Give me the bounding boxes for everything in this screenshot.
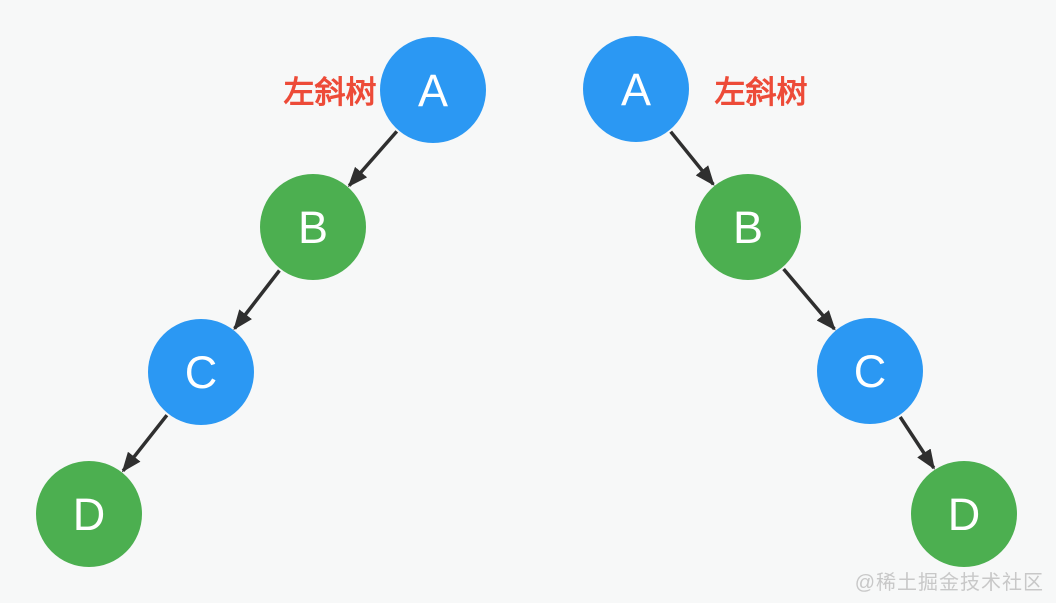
tree-title-label: 左斜树 [284, 75, 377, 110]
tree-node-A [380, 37, 486, 143]
tree-node-C [817, 318, 923, 424]
tree-title-label: 左斜树 [715, 75, 808, 110]
edge-arrow-B-C [233, 269, 281, 331]
node-label-A: A [621, 64, 651, 115]
watermark: @稀土掘金技术社区 [854, 572, 1044, 594]
node-label-D: D [73, 489, 106, 540]
tree-node-C [148, 319, 254, 425]
tree-node-D [911, 461, 1017, 567]
node-label-B: B [733, 202, 763, 253]
node-label-D: D [948, 489, 981, 540]
edge-arrow-A-B [669, 130, 715, 186]
tree-right-skewed-tree: A B C D 左斜树 [583, 36, 1017, 567]
node-label-B: B [298, 202, 328, 253]
node-label-A: A [418, 65, 448, 116]
edge-arrow-A-B [347, 130, 399, 188]
edge-arrow-C-D [898, 416, 936, 470]
node-label-C: C [854, 346, 887, 397]
tree-left-skewed-tree: A B C D 左斜树 [36, 37, 486, 567]
edge-arrow-B-C [782, 267, 836, 331]
edge-arrow-C-D [121, 414, 169, 473]
tree-node-B [260, 174, 366, 280]
node-label-C: C [185, 347, 218, 398]
tree-node-B [695, 174, 801, 280]
tree-node-A [583, 36, 689, 142]
tree-node-D [36, 461, 142, 567]
